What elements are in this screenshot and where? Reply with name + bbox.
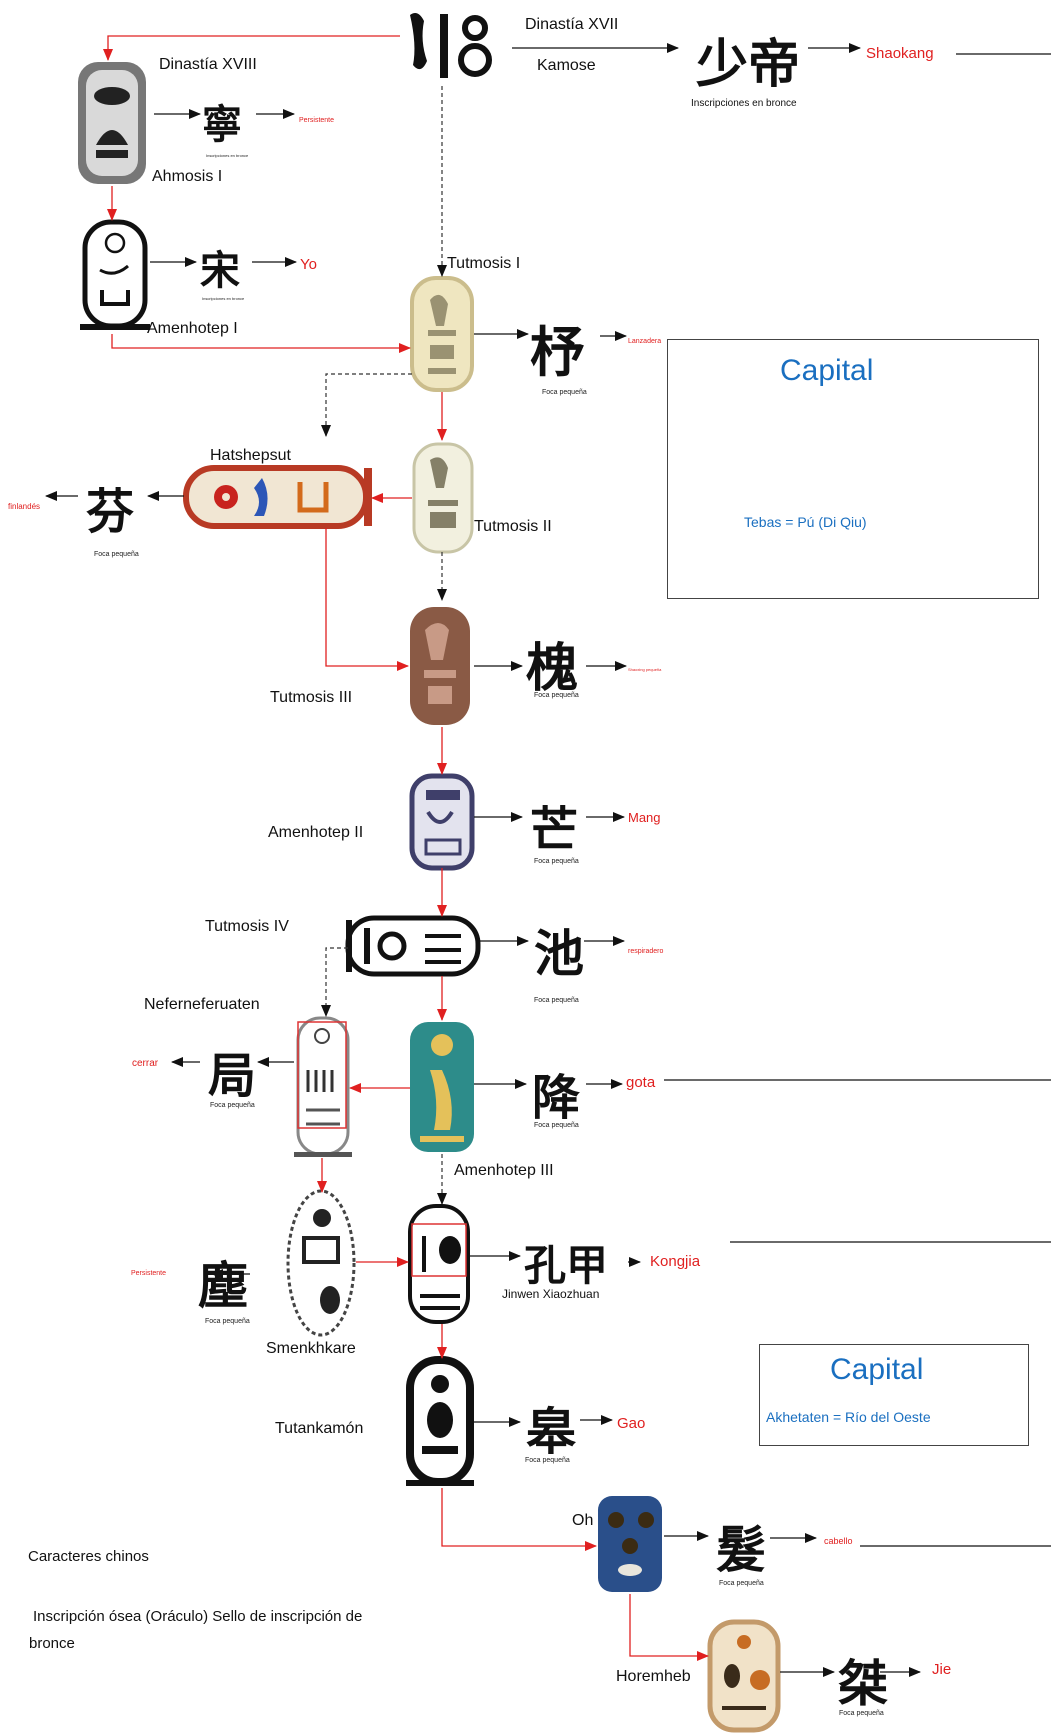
hatshepsut-cartouche bbox=[183, 465, 372, 529]
glyph-finlandes: 芬 bbox=[86, 484, 135, 540]
caption-bronce-ahmosis: Inscripciones en bronce bbox=[206, 153, 249, 158]
caption-foca-respiradero: Foca pequeña bbox=[534, 997, 579, 1004]
oh-cartouche bbox=[598, 1496, 662, 1592]
amenhotep1-cartouche bbox=[80, 219, 150, 330]
caption-foca-gota: Foca pequeña bbox=[534, 1122, 579, 1129]
result-cabello: cabello bbox=[824, 1536, 853, 1546]
result-gao: Gao bbox=[617, 1415, 646, 1432]
label-hatshepsut: Hatshepsut bbox=[210, 447, 291, 464]
kamose-cartouche bbox=[400, 8, 510, 83]
capital-box-akhetaten: Capital Akhetaten = Río del Oeste bbox=[759, 1344, 1029, 1446]
glyph-cabello: 髮 bbox=[716, 1520, 766, 1579]
label-tutmosis3: Tutmosis III bbox=[270, 689, 353, 706]
amenhotep3-cartouche bbox=[410, 1022, 474, 1152]
glyph-kongjia: 孔甲 bbox=[524, 1241, 609, 1290]
label-horemheb: Horemheb bbox=[616, 1668, 691, 1685]
capital-thebes-text: Tebas = Pú (Di Qiu) bbox=[744, 514, 867, 530]
result-jie: Jie bbox=[932, 1661, 952, 1678]
tutmosis1-cartouche bbox=[410, 276, 474, 392]
caption-foca-tutmosis3: Foca pequeña bbox=[534, 692, 579, 699]
result-persistente-mid: Persistente bbox=[131, 1270, 167, 1277]
caption-foca-finlandes: Foca pequeña bbox=[94, 551, 139, 558]
tutankamon-cartouche bbox=[406, 1356, 474, 1486]
label-tutmosis1: Tutmosis I bbox=[447, 255, 521, 272]
smenkhkare-cartouche bbox=[286, 1189, 356, 1337]
dashed-connectors bbox=[321, 86, 447, 1205]
black-arrows bbox=[45, 43, 1051, 1677]
result-shaokang: Shaokang bbox=[866, 45, 934, 62]
label-tutankamon: Tutankamón bbox=[275, 1420, 364, 1437]
result-finlandes: finlandés bbox=[8, 502, 41, 511]
result-respiradero: respiradero bbox=[628, 948, 664, 955]
glyph-gota: 降 bbox=[532, 1070, 581, 1126]
label-ahmosis: Ahmosis I bbox=[152, 168, 223, 185]
label-oh: Oh bbox=[572, 1512, 594, 1529]
caption-foca-cabello: Foca pequeña bbox=[719, 1580, 764, 1587]
horemheb-cartouche bbox=[707, 1619, 781, 1733]
glyph-ahmosis: 寧 bbox=[202, 101, 242, 148]
glyph-persistente: 塵 bbox=[198, 1256, 248, 1315]
capital-akhetaten-text: Akhetaten = Río del Oeste bbox=[766, 1409, 931, 1425]
result-mang: Mang bbox=[628, 810, 661, 825]
label-amenhotep3: Amenhotep III bbox=[454, 1162, 554, 1179]
label-neferneferuaten: Neferneferuaten bbox=[144, 996, 260, 1013]
amenhotep2-cartouche bbox=[409, 773, 475, 871]
glyph-lanzadera: 杼 bbox=[530, 320, 584, 384]
result-cerrar: cerrar bbox=[132, 1058, 159, 1069]
caption-foca-persistente: Foca pequeña bbox=[205, 1318, 250, 1325]
result-yo: Yo bbox=[300, 256, 317, 273]
label-dyn17: Dinastía XVII bbox=[525, 16, 619, 33]
result-persistente-top: Persistente bbox=[299, 117, 335, 124]
label-tutmosis2: Tutmosis II bbox=[474, 518, 552, 535]
label-amenhotep1: Amenhotep I bbox=[147, 320, 238, 337]
jinwen-cartouche bbox=[408, 1204, 470, 1324]
capital-box-thebes: Capital Tebas = Pú (Di Qiu) bbox=[667, 339, 1039, 599]
caption-foca-lanzadera: Foca pequeña bbox=[542, 389, 587, 396]
tutmosis3-cartouche bbox=[410, 607, 470, 725]
red-connectors bbox=[103, 35, 709, 1661]
neferneferuaten-cartouche bbox=[294, 1016, 352, 1157]
glyph-shaokang: 少帝 bbox=[696, 34, 801, 95]
legend-line-2: Inscripción ósea (Oráculo) Sello de insc… bbox=[33, 1608, 363, 1625]
glyph-respiradero: 池 bbox=[534, 924, 584, 983]
result-lanzadera: Lanzadera bbox=[628, 338, 662, 345]
label-amenhotep2: Amenhotep II bbox=[268, 824, 364, 841]
glyph-mang: 芒 bbox=[530, 802, 579, 858]
glyph-yo: 宋 bbox=[200, 247, 240, 294]
result-gota: gota bbox=[626, 1074, 656, 1091]
legend-line-3: bronce bbox=[29, 1635, 75, 1652]
glyph-jie: 桀 bbox=[838, 1654, 888, 1713]
label-dyn18: Dinastía XVIII bbox=[159, 56, 257, 73]
caption-jinwen: Jinwen Xiaozhuan bbox=[502, 1287, 600, 1301]
caption-foca-cerrar: Foca pequeña bbox=[210, 1102, 255, 1109]
legend-line-1: Caracteres chinos bbox=[28, 1548, 149, 1565]
ahmosis-cartouche bbox=[78, 62, 146, 184]
caption-bronce-top: Inscripciones en bronce bbox=[691, 98, 797, 109]
glyph-cerrar: 局 bbox=[208, 1048, 257, 1104]
tutmosis2-cartouche bbox=[412, 442, 474, 554]
label-smenkhkare: Smenkhkare bbox=[266, 1340, 356, 1357]
capital-thebes-title: Capital bbox=[780, 354, 874, 387]
label-kamose: Kamose bbox=[537, 57, 596, 74]
capital-akhetaten-title: Capital bbox=[830, 1353, 924, 1386]
tutmosis4-cartouche bbox=[345, 915, 481, 977]
caption-foca-mang: Foca pequeña bbox=[534, 858, 579, 865]
glyph-tutmosis3: 槐 bbox=[526, 638, 579, 699]
result-kongjia: Kongjia bbox=[650, 1253, 701, 1270]
caption-foca-jie: Foca pequeña bbox=[839, 1710, 884, 1717]
caption-foca-gao: Foca pequeña bbox=[525, 1457, 570, 1464]
label-tutmosis4: Tutmosis IV bbox=[205, 918, 289, 935]
caption-bronce-yo: Inscripciones en bronce bbox=[202, 296, 245, 301]
result-shaoxing: Shaoxing pequeña bbox=[628, 667, 662, 672]
glyph-gao: 皋 bbox=[526, 1402, 576, 1461]
